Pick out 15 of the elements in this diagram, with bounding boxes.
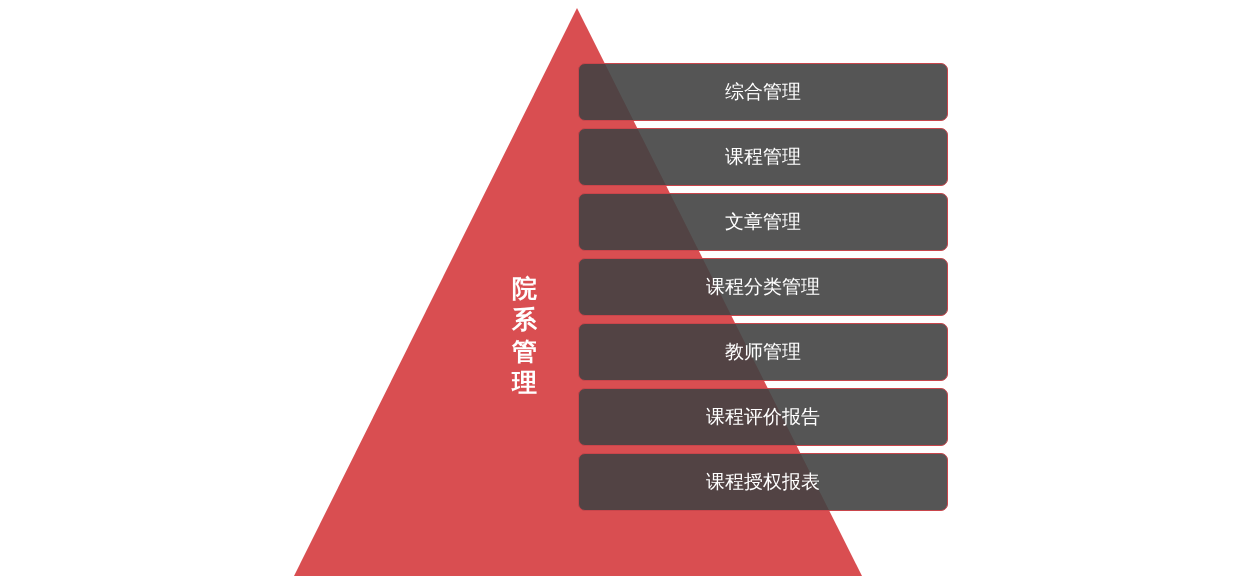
bar-label: 综合管理 [725, 79, 801, 104]
bar-label: 文章管理 [725, 209, 801, 234]
bar-label: 课程分类管理 [706, 274, 820, 299]
bar-label: 课程评价报告 [706, 404, 820, 429]
menu-bar [578, 258, 948, 316]
menu-bar [578, 388, 948, 446]
menu-bar [578, 128, 948, 186]
bar-label: 课程管理 [725, 144, 801, 169]
vertical-title: 院系管理 [512, 273, 537, 398]
menu-bar [578, 63, 948, 121]
menu-bar [578, 193, 948, 251]
menu-bar [578, 323, 948, 381]
bar-label: 教师管理 [725, 339, 801, 364]
menu-bar [578, 453, 948, 511]
bar-label: 课程授权报表 [706, 469, 820, 494]
